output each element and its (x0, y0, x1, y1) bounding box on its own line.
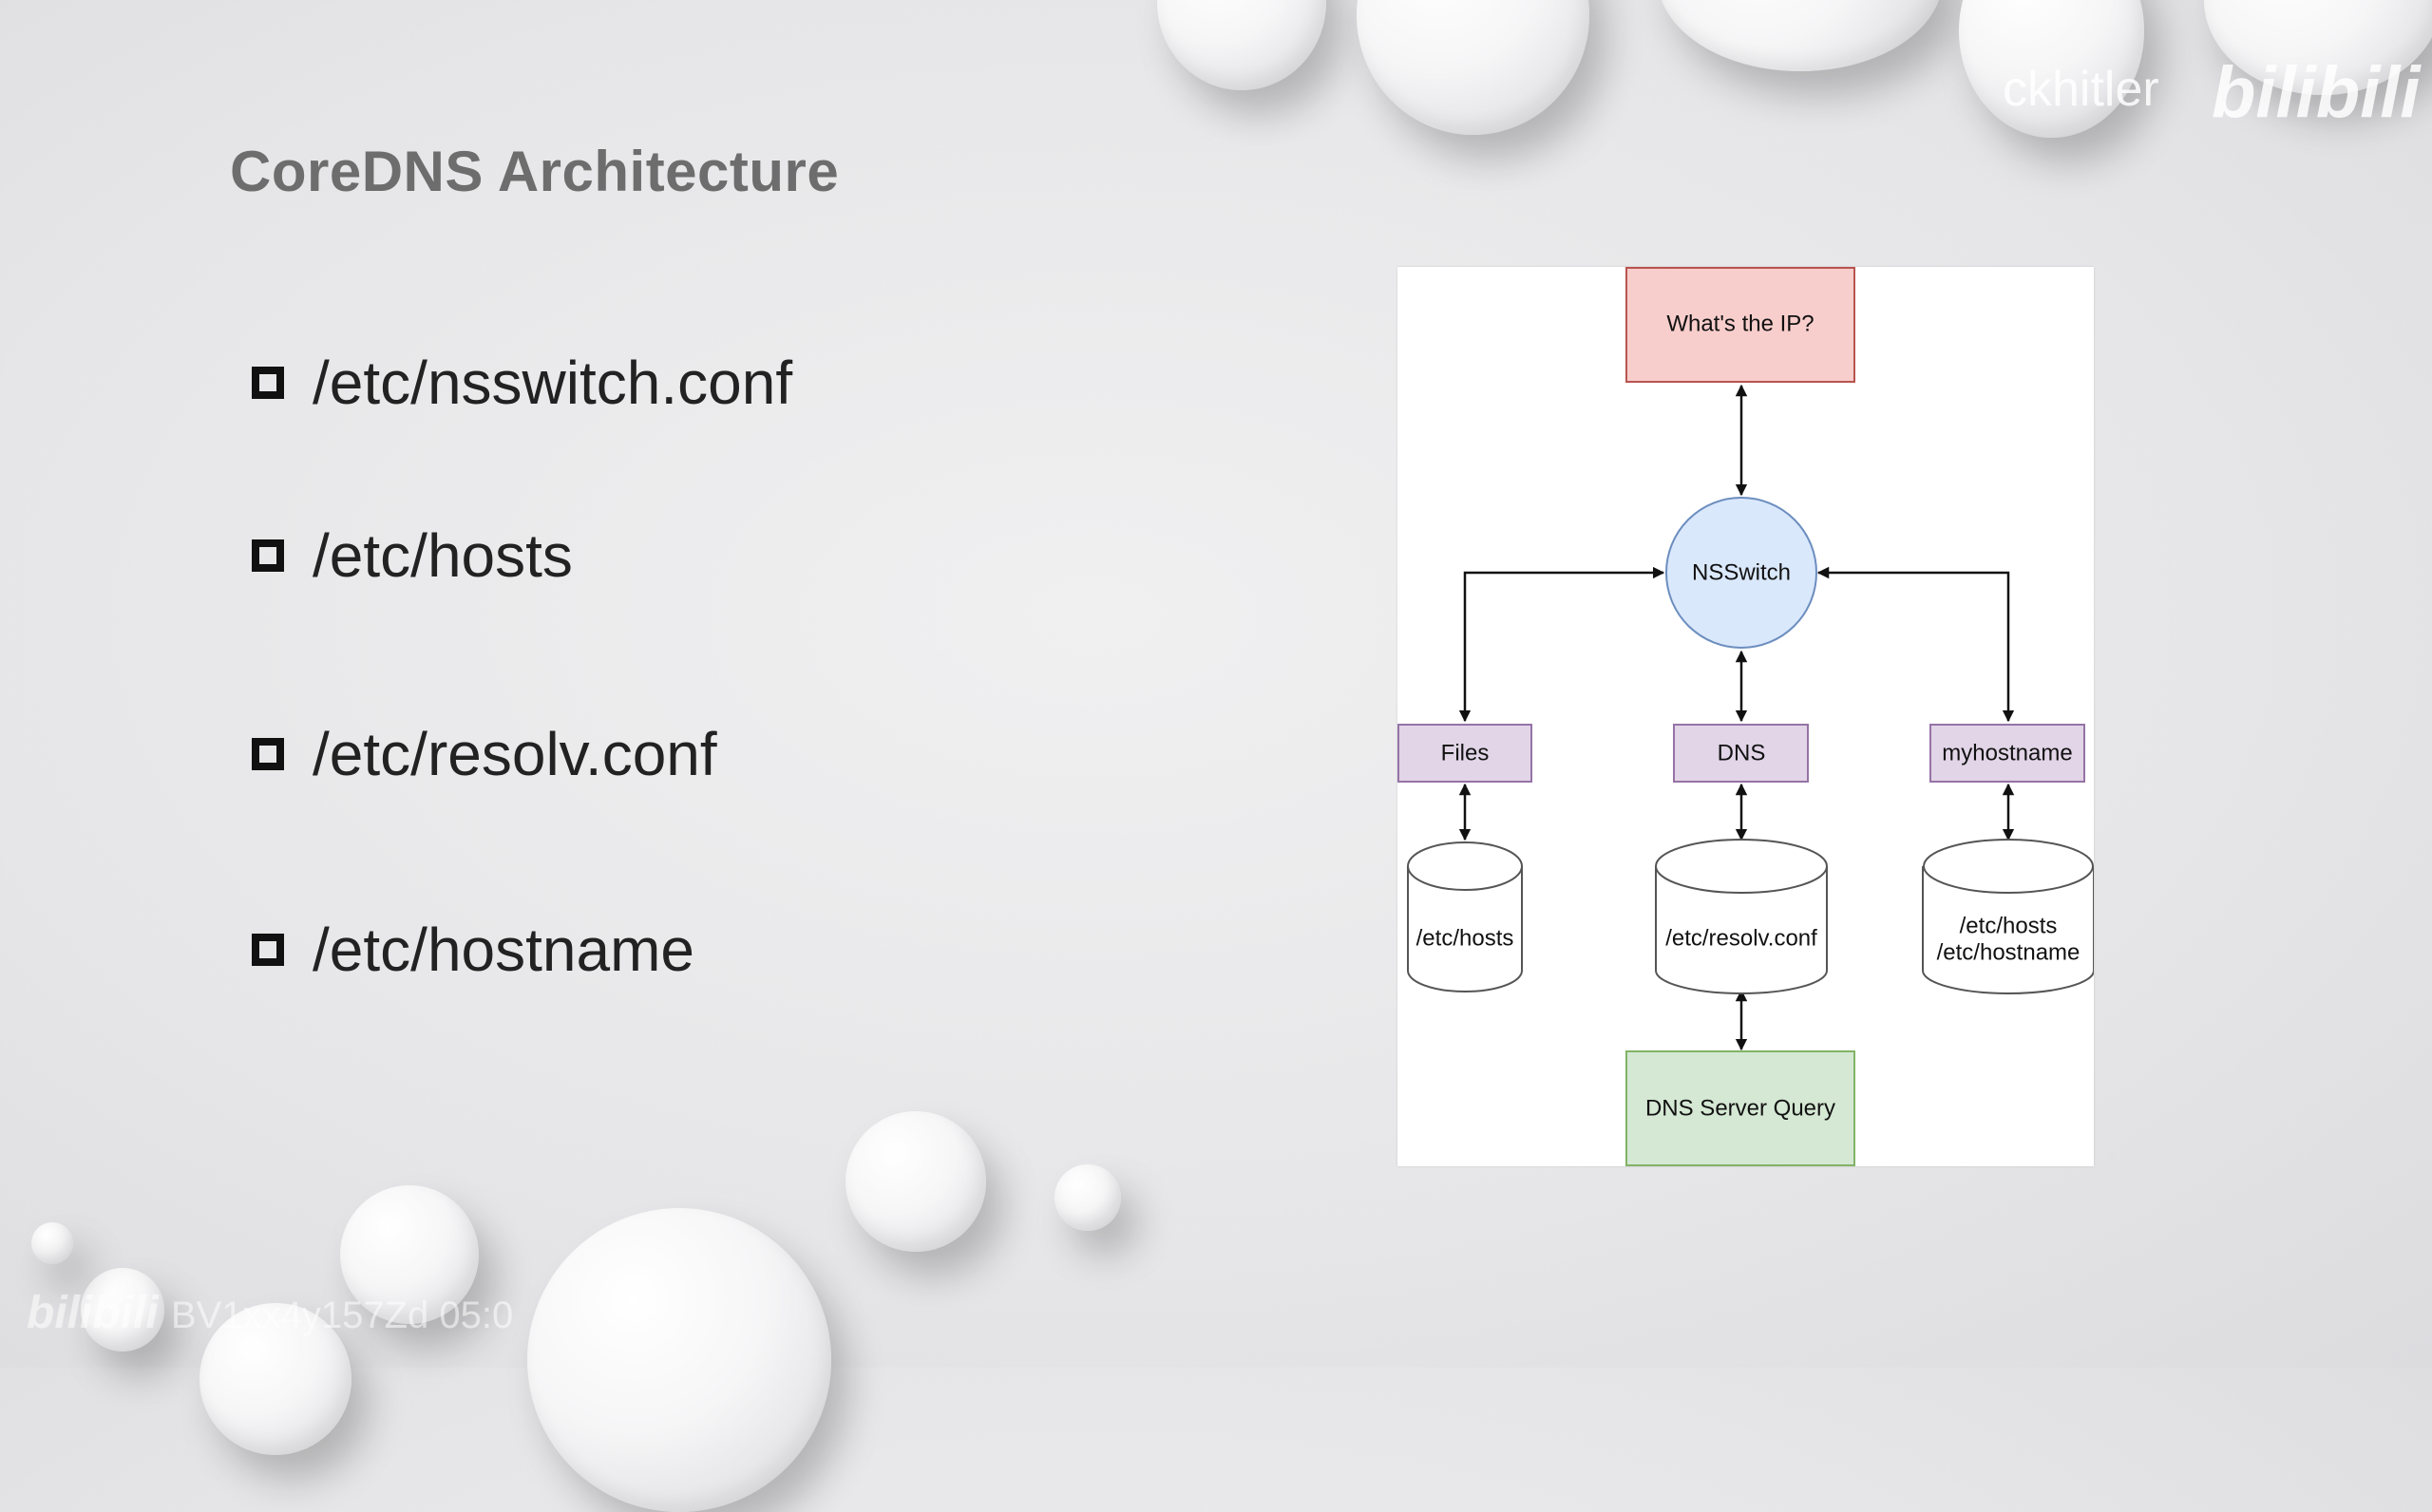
checkbox-bullet-icon (252, 539, 284, 572)
decor-bubble (31, 1222, 73, 1264)
node-files-label: Files (1441, 740, 1490, 765)
list-item-nsswitch: /etc/nsswitch.conf (252, 348, 792, 418)
brand-name: bilibili (2212, 52, 2421, 133)
node-question (1625, 267, 1855, 383)
list-item-hostname: /etc/hostname (252, 915, 694, 985)
datastore-hostname-label-line1: /etc/hosts (1960, 913, 2058, 938)
list-item-resolv: /etc/resolv.conf (252, 719, 717, 789)
datastore-hostname-label-line2: /etc/hostname (1937, 939, 2080, 965)
decor-bubble (846, 1111, 986, 1252)
list-item-label: /etc/nsswitch.conf (313, 349, 793, 417)
datastore-resolv: /etc/resolv.conf (1655, 839, 1828, 994)
node-question-label: What's the IP? (1666, 311, 1814, 336)
checkbox-bullet-icon (252, 934, 284, 966)
decor-bubble (1658, 0, 1943, 71)
decor-bubble (1157, 0, 1326, 90)
edge-nsswitch-files (1458, 566, 1665, 723)
node-nsswitch (1665, 497, 1817, 649)
node-dns (1673, 724, 1809, 783)
node-nsswitch-label: NSSwitch (1692, 559, 1791, 585)
list-item-label: /etc/hostname (313, 916, 694, 984)
node-server-query (1625, 1050, 1855, 1166)
datastore-hostname: /etc/hosts /etc/hostname (1922, 839, 2094, 994)
datastore-resolv-label: /etc/resolv.conf (1665, 925, 1817, 951)
node-myhostname-label: myhostname (1942, 740, 2072, 765)
video-id: BV1xx4y157Zd 05:0 (171, 1295, 514, 1336)
decor-bubble (1054, 1164, 1121, 1231)
decor-bubble (527, 1208, 831, 1512)
nsswitch-architecture-diagram: What's the IP? NSSwitch Files DNS myhost… (1397, 267, 2094, 1166)
list-item-hosts: /etc/hosts (252, 520, 573, 591)
slide-title: CoreDNS Architecture (230, 140, 840, 203)
decor-bubble (1357, 0, 1589, 135)
datastore-hosts-label: /etc/hosts (1416, 925, 1514, 951)
node-files (1397, 724, 1532, 783)
checkbox-bullet-icon (252, 738, 284, 770)
datastore-hosts: /etc/hosts (1407, 841, 1523, 992)
uploader-name: ckhitler (2003, 62, 2159, 117)
list-item-label: /etc/hosts (313, 521, 573, 590)
diagram-canvas: What's the IP? NSSwitch Files DNS myhost… (1397, 267, 2094, 1166)
checkbox-bullet-icon (252, 367, 284, 399)
edge-nsswitch-myhostname (1816, 566, 2015, 723)
brand-logo-watermark: bilibili (2212, 51, 2421, 134)
list-item-label: /etc/resolv.conf (313, 720, 717, 788)
uploader-watermark: ckhitler (2003, 61, 2159, 118)
video-id-watermark: bilibili BV1xx4y157Zd 05:0 (27, 1287, 513, 1339)
brand-name-small: bilibili (27, 1288, 159, 1338)
node-dns-label: DNS (1718, 740, 1766, 765)
decor-bubble (81, 1268, 164, 1351)
decor-bubble (340, 1185, 479, 1324)
node-server-query-label: DNS Server Query (1645, 1095, 1835, 1121)
node-myhostname (1929, 724, 2085, 783)
